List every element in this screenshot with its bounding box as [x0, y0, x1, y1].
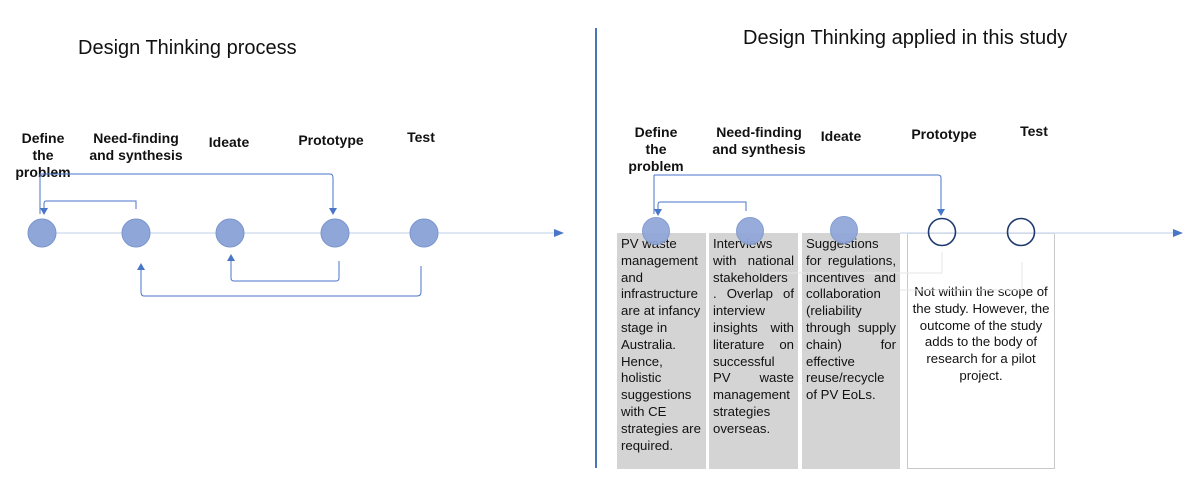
box-need-finding-text: Interviews with national stakeholders . … [713, 236, 794, 436]
left-arrow-need-to-define [43, 200, 137, 209]
left-panel-title: Design Thinking process [78, 37, 297, 59]
right-stage-label-define: Define the problem [628, 124, 684, 174]
panel-divider [595, 28, 597, 468]
right-node-define [642, 217, 670, 245]
box-define-problem-text: PV waste management and infrastructure a… [621, 236, 701, 453]
right-stage-label-test: Test [1020, 123, 1048, 139]
box-need-finding: Interviews with national stakeholders . … [709, 233, 798, 469]
left-node-define [27, 218, 57, 248]
right-node-test [1006, 217, 1036, 247]
right-node-need-finding [736, 217, 764, 245]
left-stage-label-define: Define the problem [15, 130, 71, 180]
left-stage-label-prototype: Prototype [298, 132, 364, 148]
left-arrowhead-need-icon [137, 263, 145, 270]
right-panel-title: Design Thinking applied in this study [743, 27, 1068, 49]
left-node-prototype [320, 218, 350, 248]
left-arrowhead-define-icon [40, 208, 48, 215]
right-stage-label-need-finding: Need-finding and synthesis [712, 124, 806, 157]
left-node-ideate [215, 218, 245, 248]
left-node-need-finding [121, 218, 151, 248]
left-stage-label-ideate: Ideate [208, 134, 250, 150]
right-stage-label-ideate: Ideate [820, 128, 862, 144]
left-stage-label-test: Test [407, 129, 435, 145]
left-arrow-test-to-need [140, 266, 422, 297]
left-arrow-prototype-to-ideate [230, 260, 340, 282]
right-arrow-need-to-define [657, 201, 747, 211]
right-stage-label-prototype: Prototype [911, 126, 977, 142]
left-arrowhead-ideate-icon [227, 254, 235, 261]
box-ideate: Suggestions for regulations, incentives … [802, 233, 900, 469]
right-arrowhead-define-icon [654, 209, 662, 216]
left-arrow-prototype-to-define [40, 173, 334, 208]
right-arrowhead-prototype-icon [937, 209, 945, 216]
right-ghost-line-1 [760, 252, 943, 274]
right-arrow-prototype-to-define [654, 174, 942, 210]
right-node-prototype [927, 217, 957, 247]
left-stage-label-need-finding: Need-finding and synthesis [89, 130, 183, 163]
right-timeline-arrowhead-icon [1173, 229, 1183, 237]
box-prototype-test-text: Not within the scope of the study. Howev… [912, 284, 1050, 383]
box-define-problem: PV waste management and infrastructure a… [617, 233, 706, 469]
box-prototype-test: Not within the scope of the study. Howev… [907, 233, 1055, 469]
right-ghost-line-2 [900, 262, 1023, 291]
left-timeline-arrowhead-icon [554, 229, 564, 237]
left-arrowhead-prototype-icon [329, 208, 337, 215]
left-node-test [409, 218, 439, 248]
right-node-ideate [830, 216, 858, 244]
